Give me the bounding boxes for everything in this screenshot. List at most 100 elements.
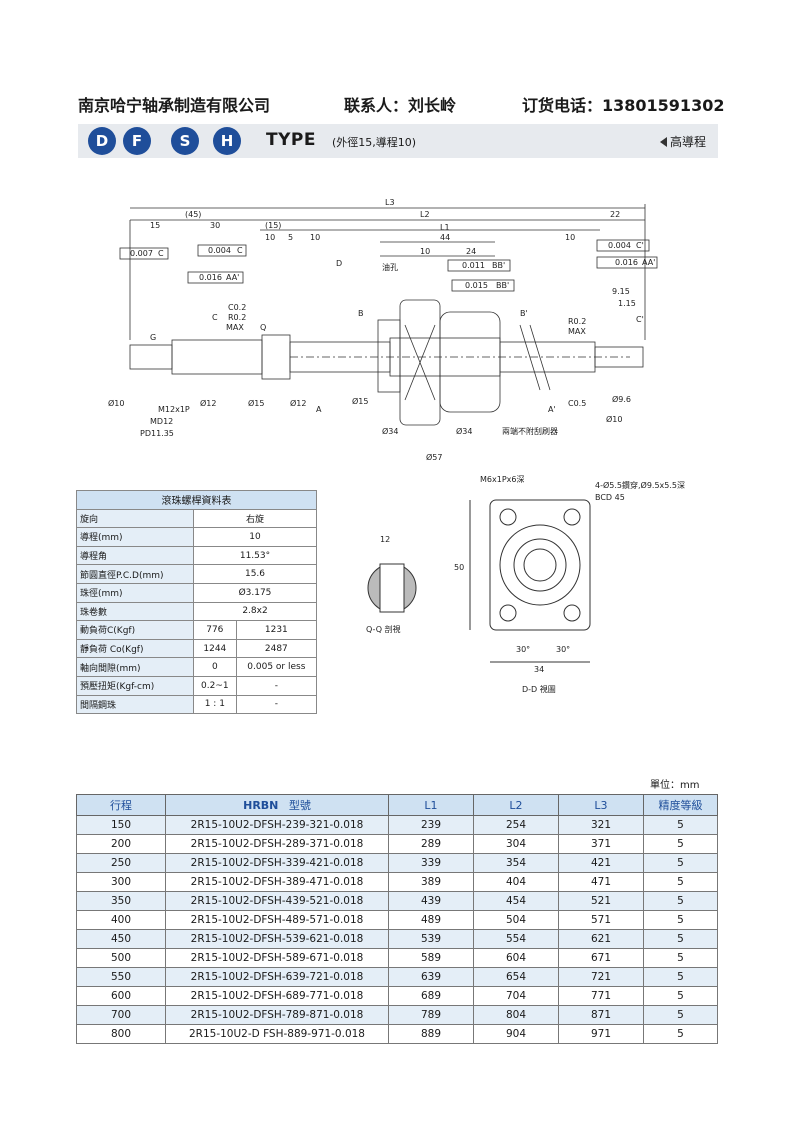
tol-6: 0.004 bbox=[608, 241, 631, 250]
holes-label: 4-Ø5.5鑽穿,Ø9.5x5.5深 bbox=[595, 480, 685, 490]
model-cell: 2R15-10U2-DFSH-289-371-0.018 bbox=[165, 834, 389, 854]
l2-cell: 654 bbox=[473, 967, 559, 987]
l2-cell: 454 bbox=[473, 891, 559, 911]
tol-ref-6: C' bbox=[636, 241, 644, 250]
model-cell: 2R15-10U2-DFSH-489-571-0.018 bbox=[165, 910, 389, 930]
r02-label: R0.2 bbox=[228, 313, 246, 322]
spec-key: 節圓直徑P.C.D(mm) bbox=[76, 564, 194, 584]
spec-value-2: 2487 bbox=[235, 638, 318, 659]
company-name: 南京哈宁轴承制造有限公司 bbox=[78, 96, 271, 115]
l2-cell: 304 bbox=[473, 834, 559, 854]
accuracy-cell: 5 bbox=[643, 834, 718, 854]
c02-label: C0.2 bbox=[228, 303, 246, 312]
bcd-label: BCD 45 bbox=[595, 493, 625, 502]
dia-12b: Ø12 bbox=[290, 398, 306, 408]
l1-cell: 439 bbox=[388, 891, 474, 911]
dia-10b: Ø10 bbox=[606, 414, 622, 424]
stroke-cell: 550 bbox=[76, 967, 166, 987]
r02b-label: R0.2 bbox=[568, 317, 586, 326]
ref-b2: B' bbox=[520, 309, 528, 318]
spec-value: 右旋 bbox=[193, 508, 317, 529]
spec-value: 15.6 bbox=[193, 564, 317, 584]
stroke-cell: 450 bbox=[76, 929, 166, 949]
col-model: HRBN 型號 bbox=[165, 794, 389, 816]
maxb-label: MAX bbox=[568, 327, 586, 336]
spec-value-2: 0.005 or less bbox=[235, 657, 318, 677]
stroke-cell: 800 bbox=[76, 1024, 166, 1044]
l1-cell: 289 bbox=[388, 834, 474, 854]
contact-person: 联系人：刘长岭 bbox=[344, 96, 457, 115]
spec-value-2: - bbox=[235, 694, 318, 715]
spec-value-2: - bbox=[235, 675, 318, 696]
accuracy-cell: 5 bbox=[643, 1005, 718, 1025]
accuracy-cell: 5 bbox=[643, 815, 718, 835]
stroke-cell: 350 bbox=[76, 891, 166, 911]
type-note: (外徑15,導程10) bbox=[332, 136, 417, 149]
col-l2: L2 bbox=[473, 794, 559, 816]
col-stroke: 行程 bbox=[76, 794, 166, 816]
spec-key: 軸向間隙(mm) bbox=[76, 657, 194, 677]
thread-m12: M12x1P bbox=[158, 405, 190, 414]
dia-34b: Ø34 bbox=[456, 426, 472, 436]
tol-ref-2: C bbox=[237, 246, 243, 255]
dim-915: 9.15 bbox=[612, 287, 630, 296]
dia-12a: Ø12 bbox=[200, 398, 216, 408]
spec-value-2: 1231 bbox=[235, 620, 318, 640]
accuracy-cell: 5 bbox=[643, 1024, 718, 1044]
l2-cell: 704 bbox=[473, 986, 559, 1006]
high-lead-link[interactable]: 高導程 bbox=[659, 133, 706, 150]
spec-value: Ø3.175 bbox=[193, 582, 317, 603]
model-table-header: 行程 HRBN 型號 L1 L2 L3 精度等級 bbox=[76, 794, 718, 816]
tol-2: 0.004 bbox=[208, 246, 231, 255]
l3-cell: 421 bbox=[558, 853, 644, 873]
stroke-cell: 500 bbox=[76, 948, 166, 968]
spec-key: 珠徑(mm) bbox=[76, 582, 194, 603]
max-label: MAX bbox=[226, 323, 244, 332]
l1-cell: 589 bbox=[388, 948, 474, 968]
l3-cell: 471 bbox=[558, 872, 644, 892]
badge-f: F bbox=[123, 127, 151, 155]
stroke-cell: 600 bbox=[76, 986, 166, 1006]
l2-cell: 254 bbox=[473, 815, 559, 835]
triangle-left-icon bbox=[659, 137, 667, 147]
model-cell: 2R15-10U2-DFSH-789-871-0.018 bbox=[165, 1005, 389, 1025]
accuracy-cell: 5 bbox=[643, 853, 718, 873]
md12: MD12 bbox=[150, 417, 173, 426]
model-cell: 2R15-10U2-DFSH-239-321-0.018 bbox=[165, 815, 389, 835]
ref-b: B bbox=[358, 309, 364, 318]
l1-cell: 389 bbox=[388, 872, 474, 892]
col-model-label: 型號 bbox=[288, 799, 311, 812]
section-q: Q bbox=[260, 323, 266, 332]
l3-cell: 871 bbox=[558, 1005, 644, 1025]
dia-10: Ø10 bbox=[108, 398, 124, 408]
l1-cell: 639 bbox=[388, 967, 474, 987]
dia-57: Ø57 bbox=[426, 452, 442, 462]
spec-key: 靜負荷 Co(Kgf) bbox=[76, 638, 194, 659]
spec-value: 11.53° bbox=[193, 545, 317, 566]
ref-c2: C' bbox=[636, 315, 644, 324]
spec-key: 導程(mm) bbox=[76, 527, 194, 547]
spec-key: 預壓扭矩(Kgf-cm) bbox=[76, 675, 194, 696]
l3-cell: 771 bbox=[558, 986, 644, 1006]
dim-l1: L1 bbox=[440, 223, 450, 232]
c05-label: C0.5 bbox=[568, 399, 586, 408]
spec-value-1: 1244 bbox=[193, 638, 237, 659]
ballscrew-drawing: L3 15 (45) 30 (15) L2 L1 22 10 5 10 44 1… bbox=[108, 198, 658, 462]
stroke-cell: 400 bbox=[76, 910, 166, 930]
dim-10d: 10 bbox=[565, 233, 575, 242]
l2-cell: 404 bbox=[473, 872, 559, 892]
dim-15b: (15) bbox=[265, 221, 281, 230]
stroke-cell: 150 bbox=[76, 815, 166, 835]
dd-height-50: 50 bbox=[454, 563, 464, 572]
l1-cell: 689 bbox=[388, 986, 474, 1006]
tol-7: 0.016 bbox=[615, 258, 638, 267]
ref-c: C bbox=[212, 313, 218, 322]
badge-s: S bbox=[171, 127, 199, 155]
stroke-cell: 700 bbox=[76, 1005, 166, 1025]
qq-width: 12 bbox=[380, 535, 390, 544]
